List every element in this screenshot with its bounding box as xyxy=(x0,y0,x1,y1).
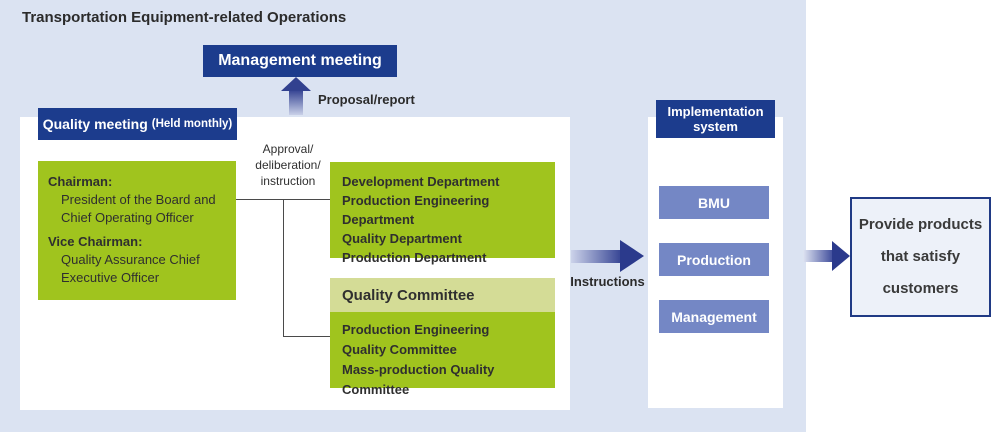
unit-label: Production xyxy=(677,251,751,268)
chairman-label: Chairman: xyxy=(48,174,113,189)
committee-item: Mass-production Quality Committee xyxy=(342,362,495,397)
outcome-line: Provide products xyxy=(858,216,983,233)
vice-chairman-line: Executive Officer xyxy=(61,270,160,285)
unit-box-production: Production xyxy=(659,243,769,276)
proposal-report-label: Proposal/report xyxy=(318,92,415,107)
quality-meeting-title: Quality meeting xyxy=(42,116,148,132)
management-meeting-label: Management meeting xyxy=(218,52,382,69)
quality-meeting-header: Quality meeting (Held monthly) xyxy=(38,108,237,140)
instructions-label: Instructions xyxy=(570,274,645,289)
committee-item: Quality Committee xyxy=(342,342,457,357)
vice-chairman-label: Vice Chairman: xyxy=(48,234,143,249)
quality-committee-body: Production Engineering Quality Committee… xyxy=(330,312,555,397)
quality-committee-header: Quality Committee xyxy=(330,278,555,312)
implementation-system-title: Implementation system xyxy=(667,104,764,134)
connector-line-horizontal-bottom xyxy=(283,336,330,337)
department-item: Production Engineering Department xyxy=(342,193,490,227)
approval-deliberation-label: Approval/ deliberation/ instruction xyxy=(238,141,338,189)
proposal-arrow-up-icon xyxy=(281,77,311,115)
department-item: Quality Department xyxy=(342,231,462,246)
departments-box: Development Department Production Engine… xyxy=(330,162,555,265)
chairman-box: Chairman: President of the Board and Chi… xyxy=(38,161,236,300)
department-item: Production Department xyxy=(342,250,487,265)
unit-label: BMU xyxy=(698,194,730,211)
arrow-head xyxy=(620,240,644,272)
approval-line: instruction xyxy=(260,174,316,188)
quality-meeting-note: (Held monthly) xyxy=(151,118,233,130)
department-item: Development Department xyxy=(342,174,500,189)
arrow-shaft xyxy=(803,250,832,262)
outcome-line: that satisfy xyxy=(880,248,961,265)
outcome-box: Provide products that satisfy customers xyxy=(850,197,991,317)
arrow-shaft xyxy=(289,91,303,115)
approval-line: Approval/ xyxy=(262,142,314,156)
arrow-head xyxy=(281,77,311,91)
outcome-arrow-icon xyxy=(803,241,850,271)
management-meeting-box: Management meeting xyxy=(203,45,397,77)
chairman-line: President of the Board and xyxy=(61,192,216,207)
chairman-line: Chief Operating Officer xyxy=(61,210,194,225)
unit-box-bmu: BMU xyxy=(659,186,769,219)
page-title: Transportation Equipment-related Operati… xyxy=(22,9,347,26)
connector-line-vertical xyxy=(283,199,284,337)
unit-box-management: Management xyxy=(659,300,769,333)
instructions-arrow-icon xyxy=(571,240,644,273)
vice-chairman-line: Quality Assurance Chief xyxy=(61,252,200,267)
implementation-system-header: Implementation system xyxy=(656,100,775,138)
committee-item: Production Engineering xyxy=(342,322,490,337)
quality-committee-title: Quality Committee xyxy=(342,286,475,304)
approval-line: deliberation/ xyxy=(255,158,321,172)
outcome-line: customers xyxy=(882,280,959,297)
arrow-head xyxy=(832,241,850,271)
arrow-shaft xyxy=(571,250,620,263)
unit-label: Management xyxy=(671,308,757,325)
